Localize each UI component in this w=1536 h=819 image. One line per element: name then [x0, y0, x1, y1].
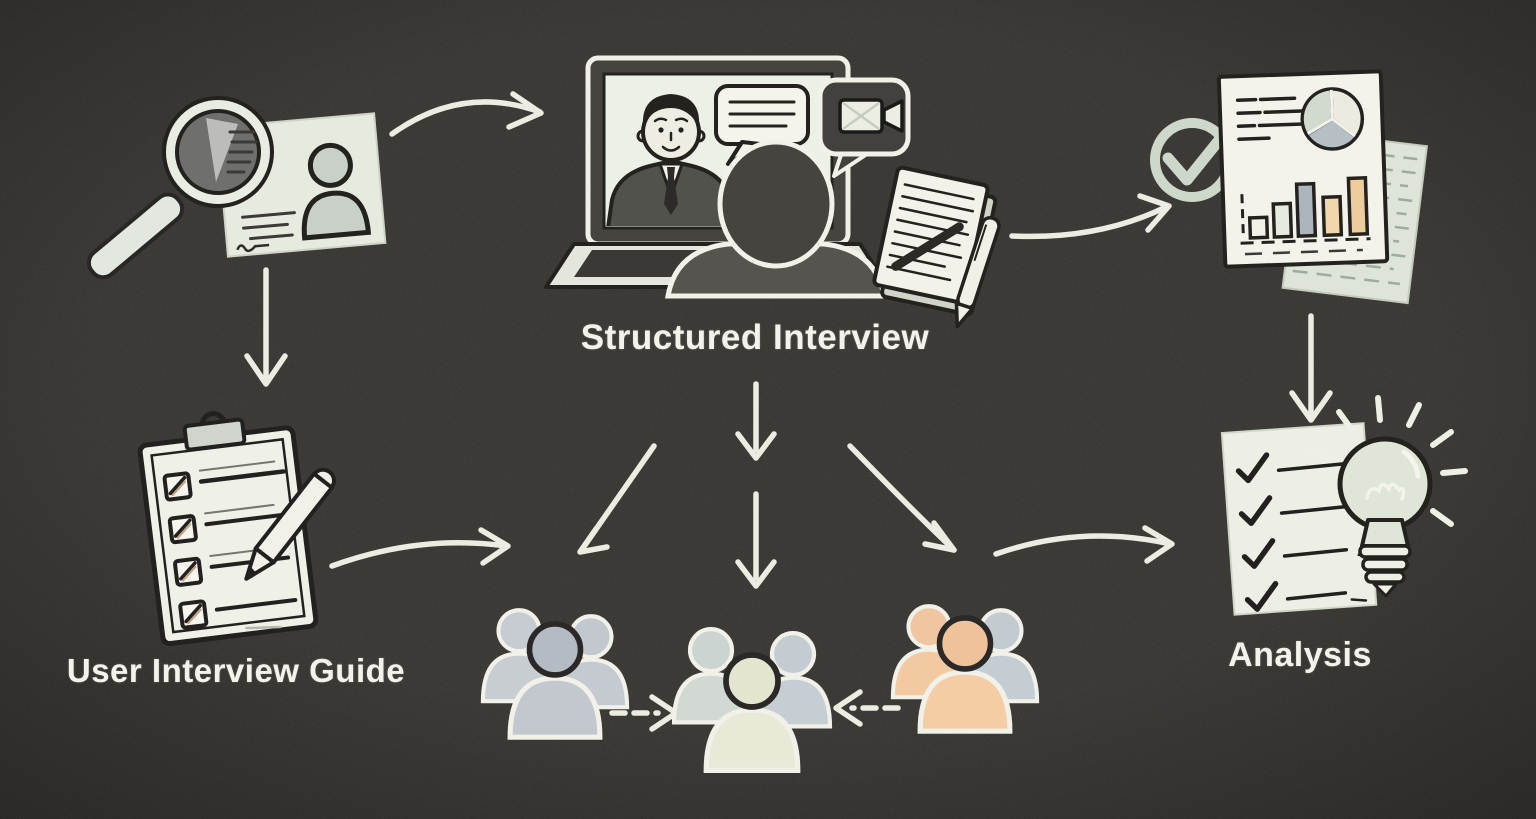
arrow-interview-to-results — [1009, 193, 1172, 240]
arrow-guide-to-group-left — [329, 527, 511, 569]
pen-icon — [954, 215, 1001, 329]
video-call-icon — [817, 77, 911, 178]
arrow-group-right-to-center — [833, 689, 901, 727]
participant-group-right — [890, 604, 1040, 734]
arrows — [244, 91, 1333, 732]
node-user-interview-guide — [137, 411, 336, 647]
report-document-icon — [1216, 69, 1390, 269]
arrow-interview-down-1 — [735, 381, 777, 461]
arrow-research-to-interview — [389, 91, 544, 137]
pie-chart-icon — [1300, 87, 1365, 151]
arrow-interview-down-2 — [735, 491, 777, 589]
participant-group-left — [480, 608, 630, 740]
node-analysis — [1220, 395, 1468, 616]
node-structured-interview — [544, 55, 1001, 329]
pencil-icon — [244, 467, 336, 581]
label-analysis: Analysis — [1228, 636, 1372, 674]
node-research — [86, 96, 387, 280]
report-text-lines — [1235, 96, 1307, 141]
lightbulb-icon — [1307, 395, 1468, 598]
label-structured-interview: Structured Interview — [580, 318, 930, 357]
interviewer-avatar — [606, 94, 736, 226]
arrow-group-right-to-analysis — [993, 525, 1175, 564]
node-results — [1150, 69, 1429, 305]
analysis-document-icon — [1220, 422, 1378, 616]
bar-chart-icon — [1240, 176, 1371, 256]
magnifier-icon — [86, 96, 274, 280]
arrow-results-to-analysis — [1289, 313, 1333, 423]
arrow-interview-to-group-left — [577, 443, 657, 555]
arrow-research-to-guide — [244, 267, 288, 387]
arrow-interview-to-group-right — [847, 443, 957, 553]
label-user-interview-guide: User Interview Guide — [66, 652, 406, 689]
participant-group-center — [671, 627, 833, 773]
